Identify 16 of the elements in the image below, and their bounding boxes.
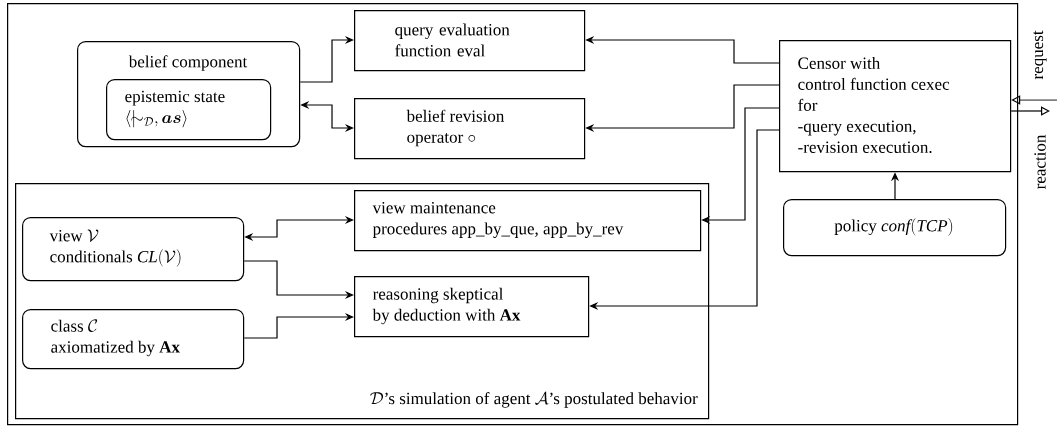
view-box: $\text{view } \mathcal{V}$ $\text{conditionals } \mathit{CL}(\mathcal{V})$ bbox=[22, 217, 245, 282]
arrow bbox=[243, 312, 354, 339]
state-box: epistemic state $\langle \mathrel{|}\!\!\sim_{\mathcal{D}}, \boldsymbol{as} \rangle$ bbox=[106, 79, 272, 141]
process-box: query evaluation function eval bbox=[354, 10, 586, 72]
edge-label: reaction bbox=[1034, 134, 1046, 189]
arrow bbox=[1011, 95, 1057, 105]
edge-label: request bbox=[1033, 30, 1047, 80]
arrow bbox=[299, 35, 354, 83]
frame-box bbox=[7, 3, 1019, 426]
process-box: view maintenance procedures app_by_que, app_by_rev bbox=[354, 190, 702, 252]
censor-box: Censor with control function cexec for -query execution, -revision execution. bbox=[779, 40, 1012, 173]
process-box: belief revision $\text{operator } \circ$ bbox=[354, 98, 586, 160]
arrow bbox=[1010, 106, 1050, 116]
class-box: $\text{class } \mathcal{C}$ axiomatized by Ax bbox=[22, 309, 245, 370]
policy-box: $\text{policy } \mathit{conf}(\mathit{TCP})$ bbox=[783, 199, 1007, 257]
process-box: reasoning skeptical $\text{by deduction with } \mathbf{Ax}$ bbox=[354, 276, 590, 338]
